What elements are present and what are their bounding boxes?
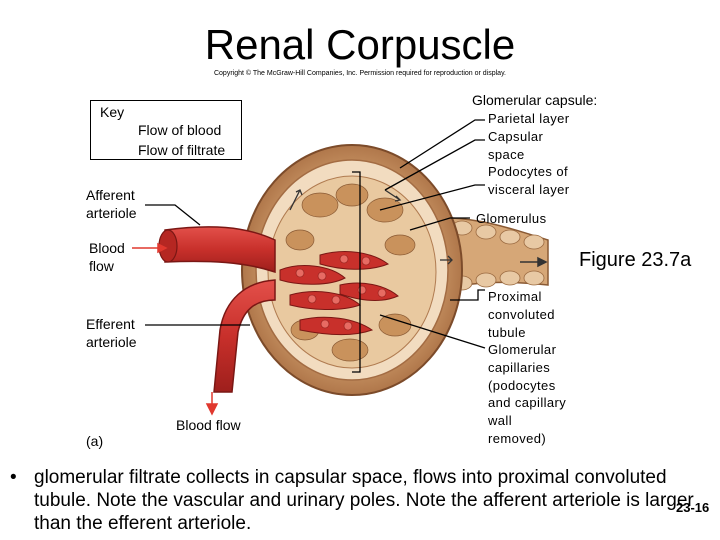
capsule-part: Parietal layer [488,111,570,126]
glomerular-capillaries [279,251,399,336]
part-a-label: (a) [86,433,104,449]
blood-flow-arrow-bottom [205,392,219,416]
capsule-part: Capsular [488,128,544,144]
efferent-arteriole [213,279,276,393]
page-number: 23-16 [676,500,710,515]
blood-flow-label-line2: flow [89,258,114,274]
proximal-tubule-label: Proximal convoluted tubule [488,288,555,341]
capillaries-line: (podocytes [488,377,556,393]
page-title: Renal Corpuscle [204,21,516,68]
leader-lines [145,119,486,373]
key-filtrate-label: Flow of filtrate [138,142,226,158]
afferent-label-line1: Afferent [86,187,135,203]
capsule-heading: Glomerular capsule: [472,92,598,108]
blood-flow-bottom-label: Blood flow [176,417,241,433]
afferent-arteriole [164,226,276,274]
filtrate-flow-arrows [289,189,453,265]
key-heading: Key [100,104,125,120]
glomerulus-label: Glomerulus [476,211,547,226]
caption-bullet: • [10,467,17,488]
figure-label: Figure 23.7a [579,249,692,271]
capsule-part: Podocytes of [488,164,568,180]
caption-text: glomerular filtrate collects in capsular… [34,467,694,534]
capillaries-label: Glomerular capillaries (podocytes and ca… [488,341,566,448]
capsule-part: visceral layer [488,182,570,198]
capsule-part: space [488,146,525,162]
efferent-label-line2: arteriole [86,334,137,350]
filtrate-flow-arrow-right [520,256,548,268]
tubule-cells [451,220,545,291]
capillaries-line: Glomerular [488,342,557,357]
key-blood-label: Flow of blood [138,122,222,138]
red-blood-cells [295,254,387,331]
proximal-line: tubule [488,324,526,340]
capsule-parts: Parietal layer Capsular space Podocytes … [488,110,569,199]
efferent-label-line1: Efferent [86,316,135,332]
legend-key [90,100,242,160]
capillaries-line: and capillary [488,395,567,411]
capillaries-line: removed) [488,430,547,446]
podocytes [285,183,416,362]
proximal-line: Proximal [488,289,542,304]
blood-flow-label-line1: Blood [89,240,125,256]
proximal-line: convoluted [488,306,555,322]
capillaries-line: wall [488,413,512,429]
copyright-notice: Copyright © The McGraw-Hill Companies, I… [213,70,506,77]
afferent-label-line2: arteriole [86,205,137,221]
blood-flow-arrow-left [132,242,168,254]
capillaries-line: capillaries [488,359,551,375]
